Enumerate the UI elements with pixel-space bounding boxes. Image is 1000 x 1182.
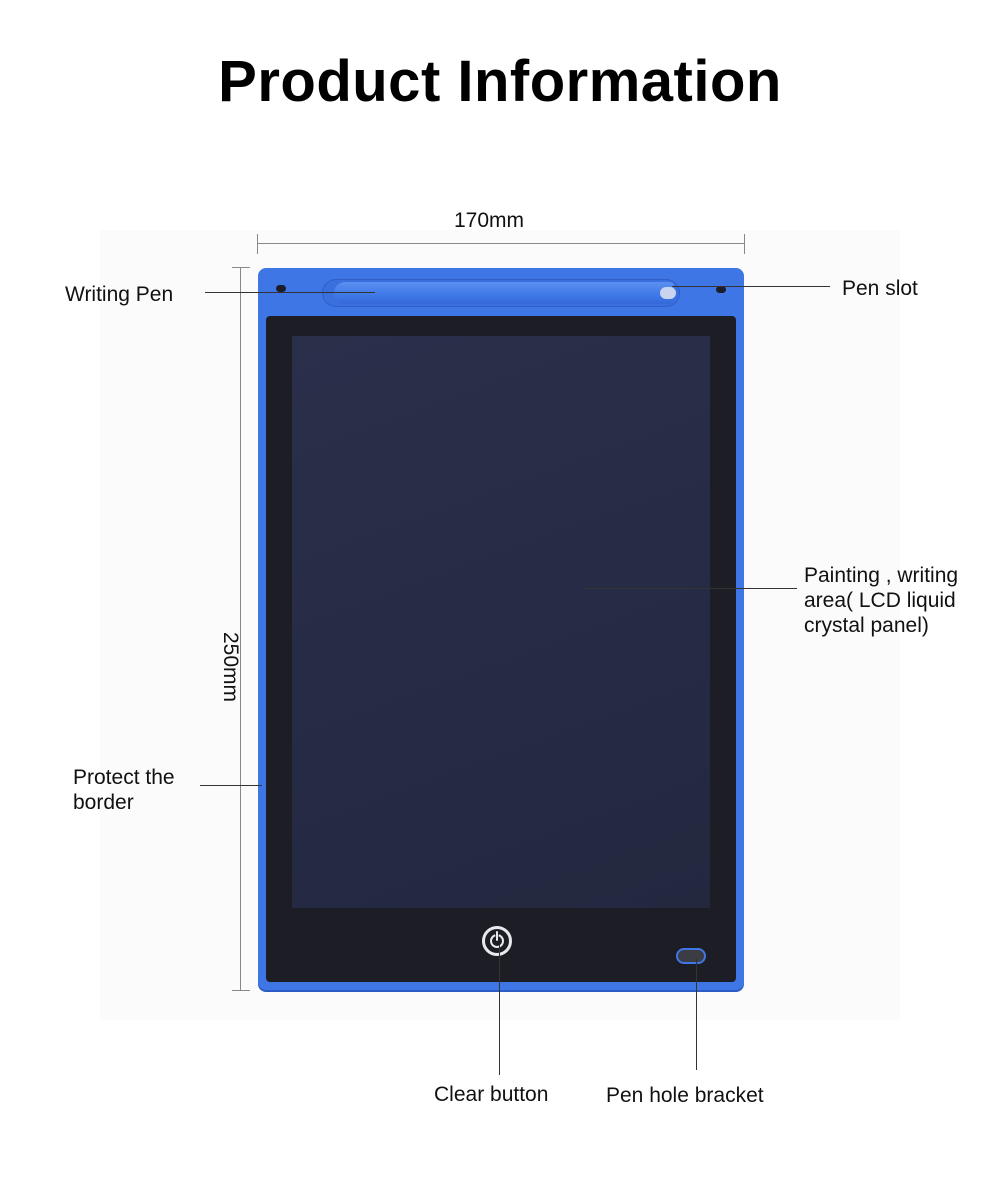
height-dimension-label: 250mm: [219, 631, 242, 703]
width-dimension-tick-left: [257, 234, 258, 254]
pen-slot-label: Pen slot: [842, 277, 918, 300]
protect-border-label-line2: border: [73, 791, 134, 814]
tablet-frame: [266, 316, 736, 982]
lcd-writing-tablet: [258, 268, 744, 990]
height-dimension-tick-top: [232, 267, 250, 268]
width-dimension-label: 170mm: [454, 209, 525, 232]
pen-hole-bracket-leader: [696, 958, 697, 1070]
writing-pen: [334, 282, 674, 304]
right-hole: [716, 286, 726, 293]
lcd-area-label-line3: crystal panel): [804, 614, 929, 637]
pen-slot-leader: [672, 286, 830, 287]
page-title: Product Information: [218, 49, 782, 114]
writing-pen-leader: [205, 292, 375, 293]
lcd-area-leader: [585, 588, 797, 589]
protect-border-leader: [200, 785, 262, 786]
lcd-area-label-line1: Painting , writing: [804, 564, 959, 587]
height-dimension-tick-bottom: [232, 990, 250, 991]
power-clear-icon: [482, 926, 512, 956]
height-dimension-line: [240, 267, 241, 991]
left-hole: [276, 285, 286, 292]
pen-tip: [660, 287, 676, 299]
clear-button-leader: [499, 945, 500, 1075]
clear-button-label: Clear button: [434, 1083, 549, 1106]
lcd-panel: [292, 336, 710, 908]
protect-border-label-line1: Protect the: [73, 766, 175, 789]
pen-hole-bracket: [676, 948, 706, 964]
width-dimension-line: [257, 243, 745, 244]
pen-hole-bracket-label: Pen hole bracket: [606, 1084, 764, 1107]
width-dimension-tick-right: [744, 234, 745, 254]
lcd-area-label-line2: area( LCD liquid: [804, 589, 956, 612]
writing-pen-label: Writing Pen: [65, 283, 174, 306]
